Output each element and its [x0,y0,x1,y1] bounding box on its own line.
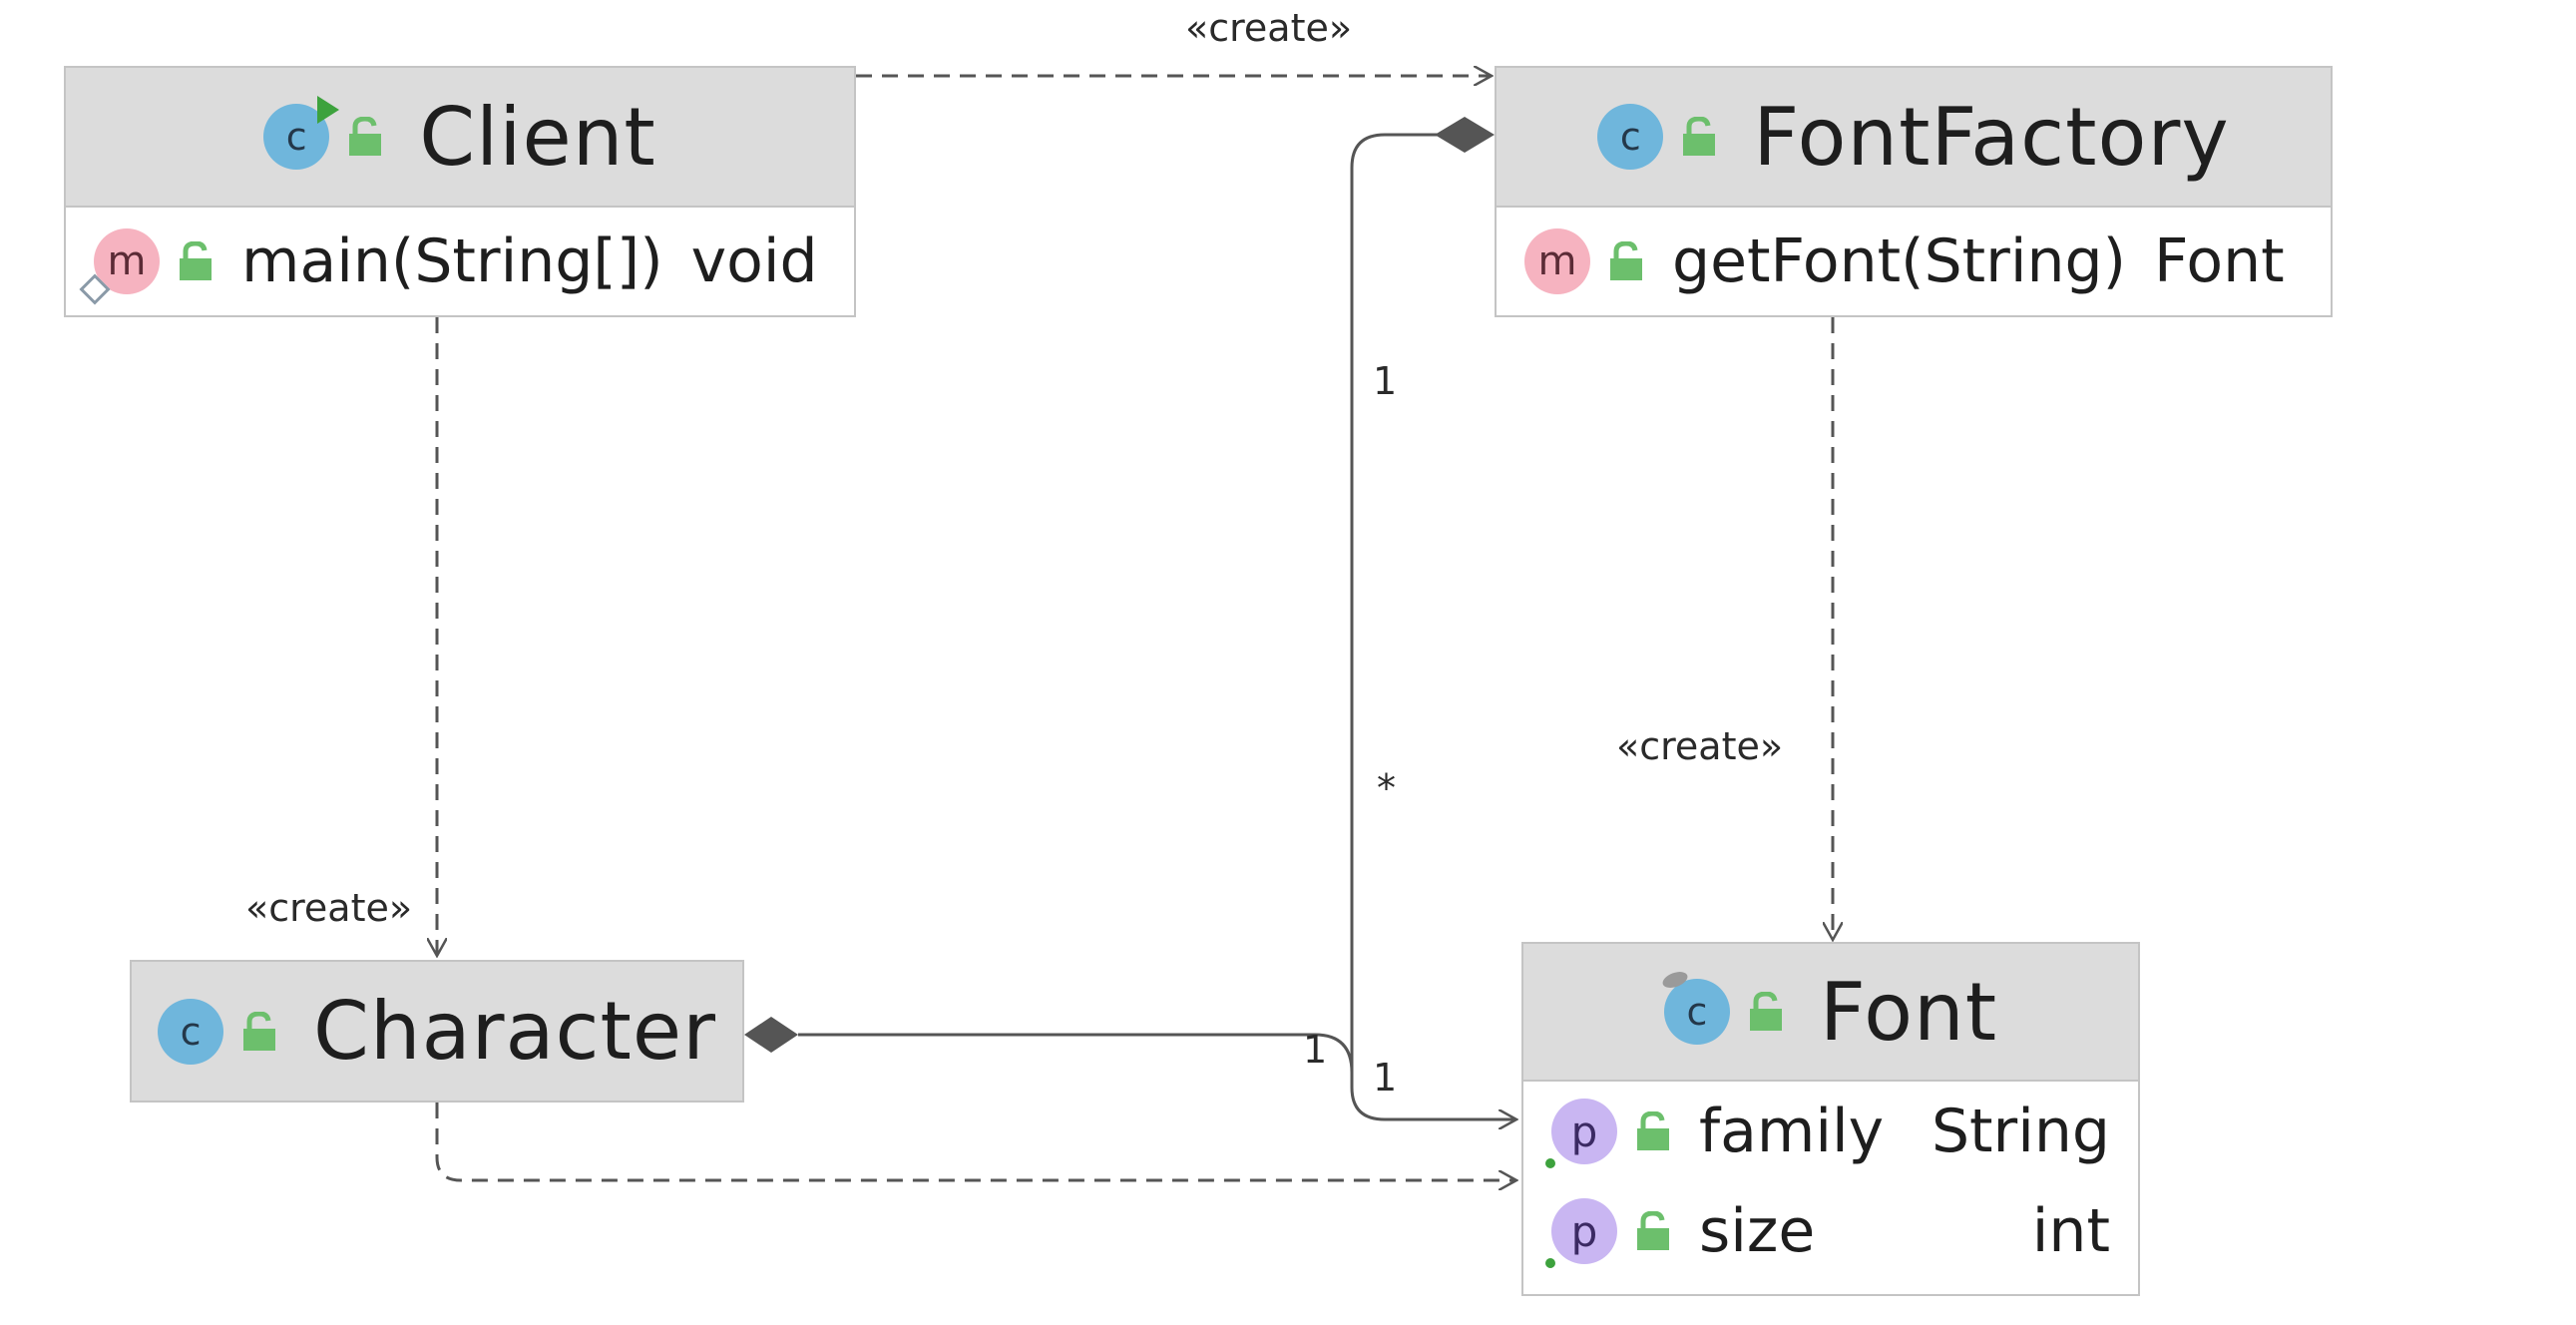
member-row[interactable]: p family String [1523,1082,2138,1181]
class-client-header[interactable]: c Client [66,68,854,208]
field-marker-icon [1545,1158,1555,1168]
multiplicity-character-source: 1 [1303,1028,1328,1072]
run-marker-icon [317,96,340,124]
static-marker-icon [79,273,111,305]
member-type: Font [2154,226,2285,296]
class-icon-letter: c [285,115,307,159]
member-name: size [1699,1196,1816,1266]
member-row[interactable]: m main(String[]) void [66,208,854,315]
public-lock-icon [1610,241,1642,280]
class-font-header[interactable]: c Font [1523,944,2138,1082]
class-name: Font [1819,965,1998,1059]
composition-diamond-fontfactory [1435,117,1495,153]
composition-diamond-character [744,1017,798,1053]
class-icon: c [158,998,224,1065]
class-icon-letter: c [1686,990,1708,1034]
label-create-fontfactory-font: «create» [1616,724,1784,768]
multiplicity-fontfactory-source: 1 [1373,359,1398,403]
public-lock-icon [1637,1111,1669,1150]
property-icon: p [1545,1099,1617,1168]
member-name: getFont(String) [1672,226,2127,296]
property-icon-letter: p [1570,1106,1598,1156]
class-name: FontFactory [1753,90,2230,184]
class-abstract-icon: c [1660,968,1730,1045]
class-name: Character [313,985,716,1078]
multiplicity-character-target: 1 [1373,1056,1398,1100]
public-lock-icon [349,117,382,156]
label-create-client-fontfactory: «create» [1185,6,1353,50]
class-icon-letter: c [1619,115,1641,159]
class-icon: c [1597,104,1664,170]
class-character[interactable]: c Character [130,960,744,1103]
public-lock-icon [1749,992,1782,1031]
method-icon-letter: m [107,238,147,284]
member-name: main(String[]) [241,226,663,296]
edge-fontfactory-font-composition [1350,133,1516,1119]
edge-character-font-dependency [435,1103,1516,1180]
member-row[interactable]: m getFont(String) Font [1497,208,2331,315]
member-row[interactable]: p size int [1523,1181,2138,1281]
method-icon: m [1524,228,1590,294]
class-font[interactable]: c Font p family String p [1521,942,2140,1296]
class-name: Client [419,90,656,184]
class-character-header[interactable]: c Character [132,962,742,1101]
class-icon-letter: c [180,1009,202,1054]
public-lock-icon [243,1011,276,1051]
class-fontfactory-header[interactable]: c FontFactory [1497,68,2331,208]
property-icon: p [1545,1198,1617,1268]
member-type: String [1931,1097,2110,1166]
class-fontfactory[interactable]: c FontFactory m getFont(String) Font [1495,66,2333,317]
edge-character-font-composition [798,1033,1354,1074]
class-client[interactable]: c Client m main(String[]) void [64,66,856,317]
member-type: int [2031,1196,2110,1266]
member-type: void [690,226,818,296]
abstract-marker-icon [1660,968,1690,992]
member-name: family [1699,1097,1885,1166]
public-lock-icon [180,241,212,280]
method-static-icon: m [79,228,160,305]
property-icon-letter: p [1570,1206,1598,1256]
class-runnable-icon: c [263,96,340,170]
public-lock-icon [1637,1211,1669,1250]
method-icon-letter: m [1537,238,1577,284]
field-marker-icon [1545,1258,1555,1268]
public-lock-icon [1683,117,1716,156]
label-create-client-character: «create» [245,886,413,930]
multiplicity-fontfactory-target: * [1377,766,1396,810]
